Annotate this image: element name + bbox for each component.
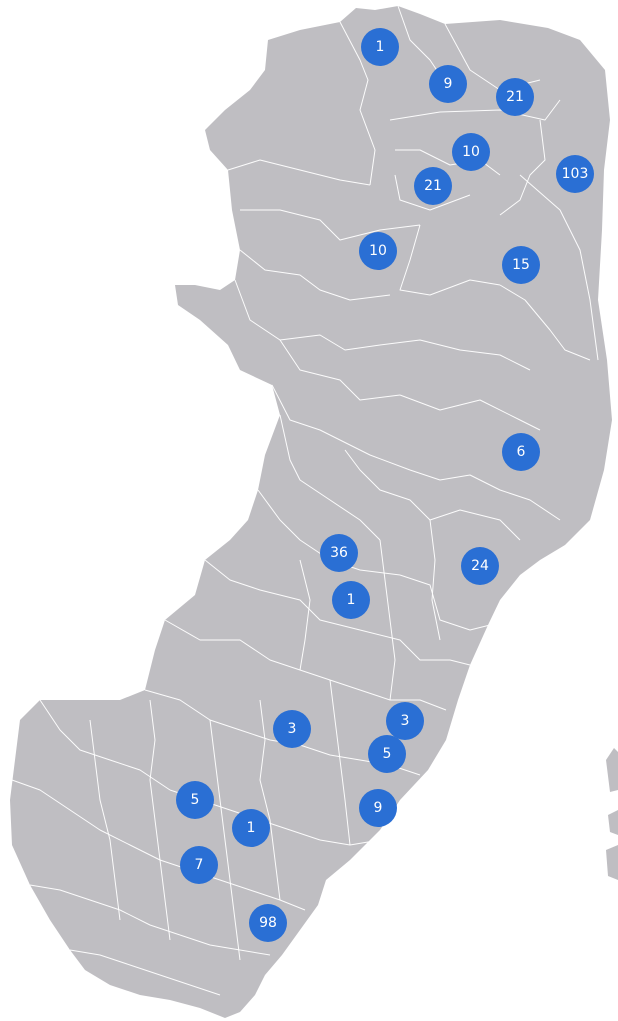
cluster-marker[interactable]: 1 <box>232 809 270 847</box>
cluster-marker[interactable]: 6 <box>502 433 540 471</box>
cluster-marker[interactable]: 5 <box>176 781 214 819</box>
cluster-marker[interactable]: 7 <box>180 846 218 884</box>
cluster-marker[interactable]: 21 <box>414 167 452 205</box>
cluster-marker[interactable]: 5 <box>368 735 406 773</box>
island <box>608 810 618 835</box>
cluster-marker[interactable]: 98 <box>249 904 287 942</box>
cluster-marker[interactable]: 3 <box>386 702 424 740</box>
cluster-marker[interactable]: 1 <box>332 581 370 619</box>
cluster-marker[interactable]: 10 <box>452 133 490 171</box>
cluster-marker[interactable]: 21 <box>496 78 534 116</box>
cluster-marker[interactable]: 36 <box>320 534 358 572</box>
cluster-marker[interactable]: 24 <box>461 547 499 585</box>
cluster-marker[interactable]: 15 <box>502 246 540 284</box>
cluster-marker[interactable]: 1 <box>361 28 399 66</box>
cluster-marker[interactable]: 9 <box>429 65 467 103</box>
cluster-marker[interactable]: 103 <box>556 155 594 193</box>
cluster-marker[interactable]: 10 <box>359 232 397 270</box>
municipal-borders <box>11 5 599 996</box>
cluster-marker[interactable]: 3 <box>273 710 311 748</box>
island <box>606 748 618 792</box>
island <box>606 845 618 880</box>
state-landmass <box>10 6 612 1018</box>
cluster-marker[interactable]: 9 <box>359 789 397 827</box>
